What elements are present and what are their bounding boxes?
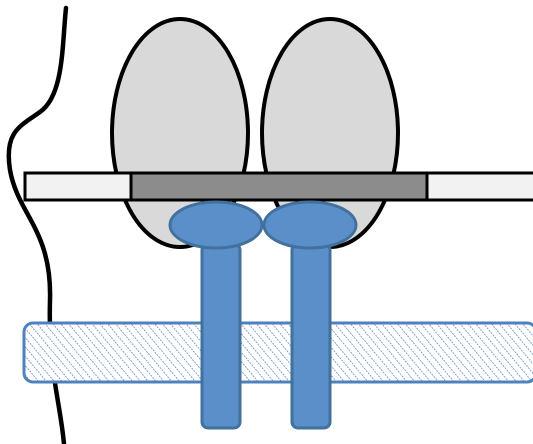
left-stalk-head: [170, 202, 262, 248]
bar-right-segment: [427, 173, 533, 200]
left-stalk: [202, 244, 240, 428]
bar-left-segment: [25, 173, 131, 200]
hatched-band: [24, 323, 533, 382]
bar-center-segment: [131, 173, 427, 200]
right-stalk: [292, 244, 330, 428]
right-stalk-head: [264, 202, 356, 248]
